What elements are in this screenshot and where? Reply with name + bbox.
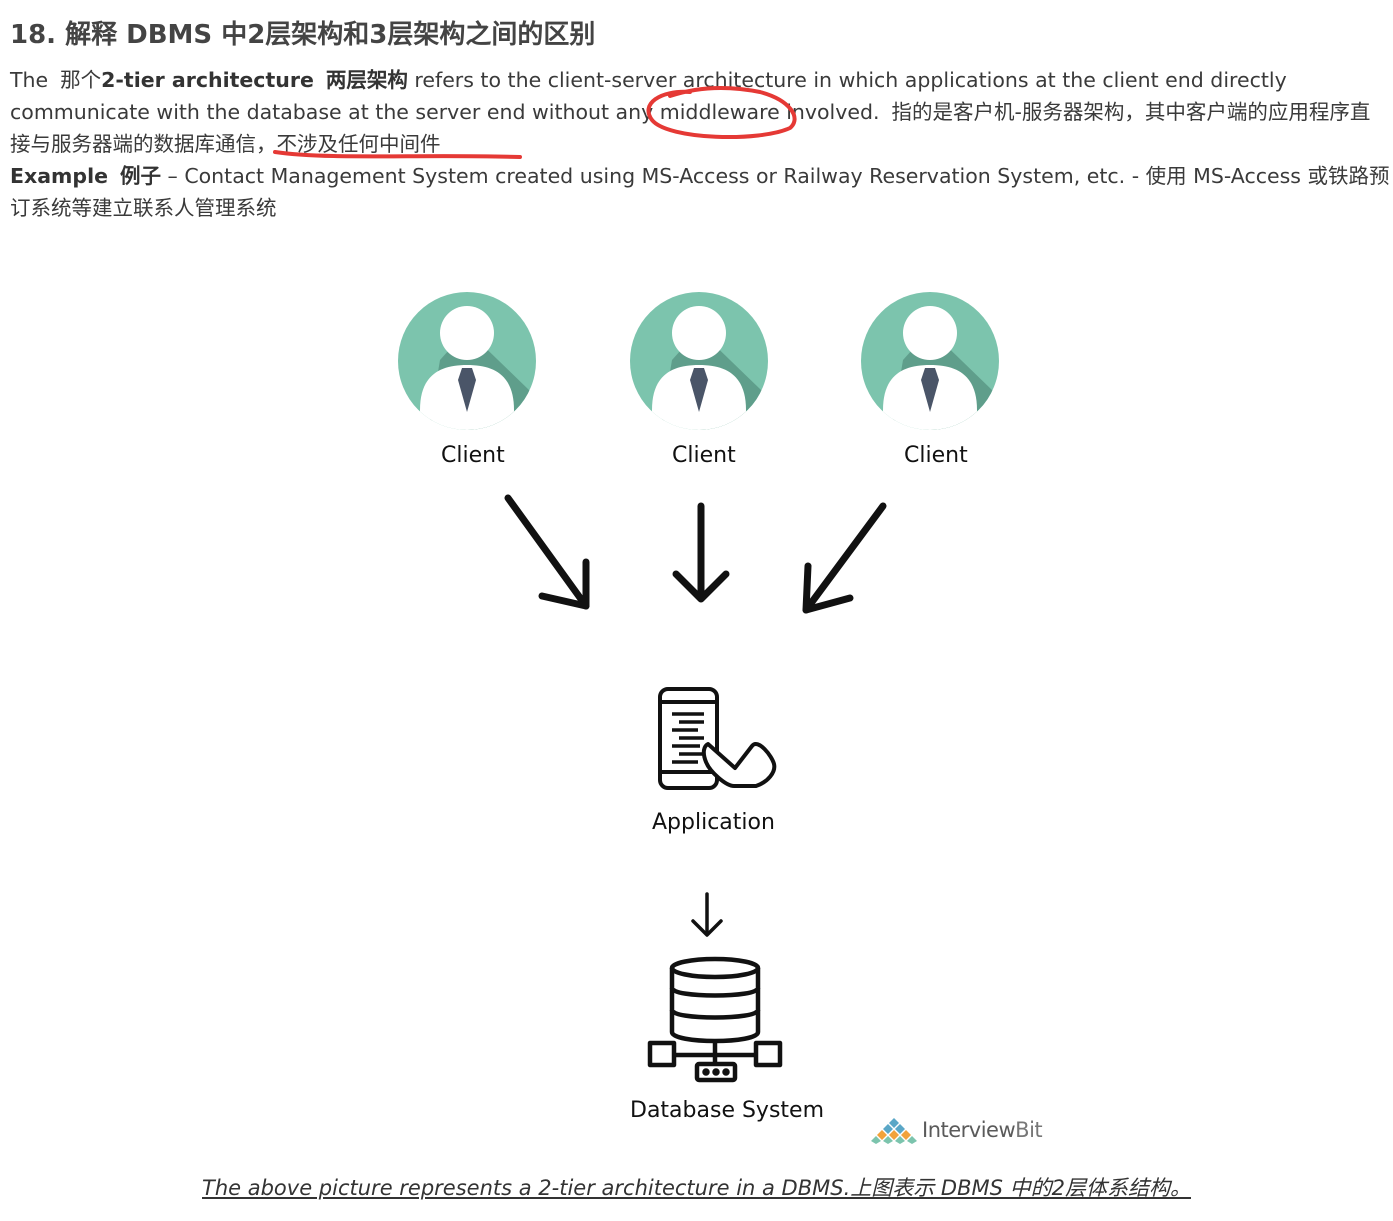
- term-2tier-cn: 两层架构: [325, 68, 408, 92]
- text-the: The: [10, 68, 49, 92]
- database-icon: [647, 956, 783, 1083]
- example-label: Example: [10, 164, 109, 188]
- brand-name: Interview: [922, 1118, 1016, 1142]
- arrow-down-right-icon: [504, 494, 590, 610]
- client-avatar-icon: [630, 292, 768, 430]
- example-text: – Contact Management System created usin…: [161, 164, 1126, 188]
- client-avatar-icon: [398, 292, 536, 430]
- arrow-down-small-icon: [691, 892, 723, 937]
- term-2tier: 2-tier architecture: [101, 68, 314, 92]
- client-label: Client: [441, 443, 505, 468]
- arrow-down-left-icon: [802, 502, 887, 614]
- application-icon: [658, 687, 777, 790]
- definition-translation: 指的是客户机-服务器架构，其中客户端的应用程序直接与服务器端的数据库通信，不涉及…: [10, 100, 1371, 156]
- application-label: Application: [652, 810, 775, 835]
- interviewbit-logo-icon: [871, 1118, 917, 1144]
- brand-name-suffix: Bit: [1015, 1118, 1043, 1142]
- example-label-cn: 例子: [120, 164, 162, 188]
- section-heading: 18. 解释 DBMS 中2层架构和3层架构之间的区别: [10, 20, 596, 50]
- client-label: Client: [672, 443, 736, 468]
- example-translation: - 使用 MS-Access 或铁路预订系统等建立联系人管理系统: [10, 164, 1390, 220]
- text-nage: 那个: [60, 68, 102, 92]
- client-avatar-icon: [861, 292, 999, 430]
- arrow-down-icon: [672, 502, 730, 603]
- interviewbit-logo: InterviewBit: [870, 1114, 1043, 1146]
- client-label: Client: [904, 443, 968, 468]
- figure-caption: The above picture represents a 2-tier ar…: [202, 1176, 1191, 1200]
- database-label: Database System: [630, 1098, 825, 1123]
